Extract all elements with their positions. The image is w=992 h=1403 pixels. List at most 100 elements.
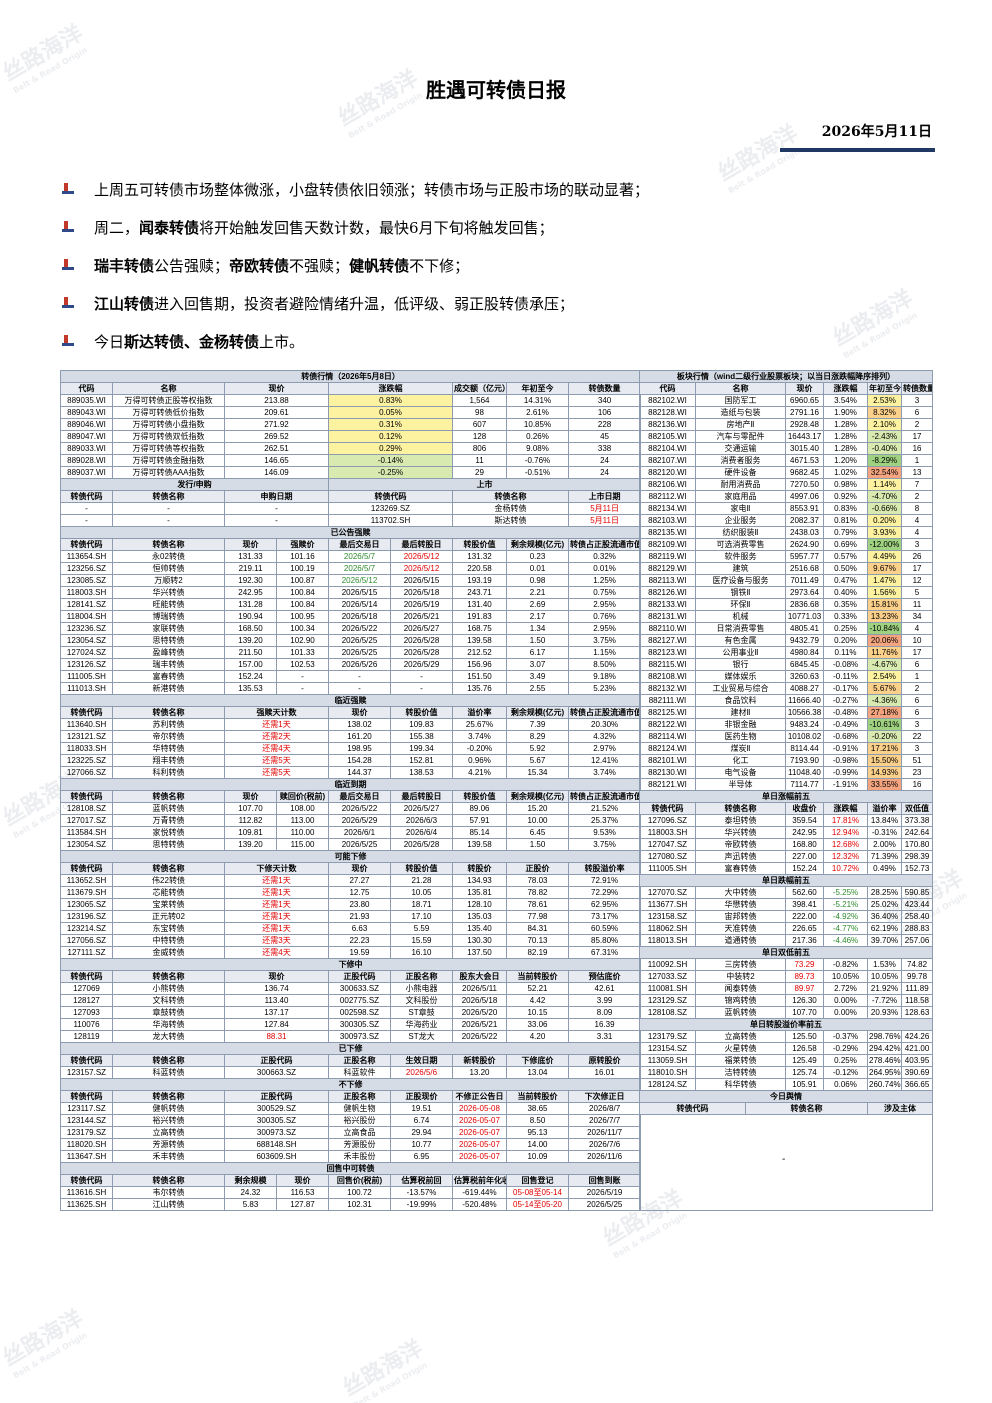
column-header: 当前转股价	[506, 1090, 569, 1103]
table-cell: 2026/5/19	[390, 598, 453, 611]
table-cell: 6.45	[506, 826, 569, 839]
table-cell: 2026/6/3	[390, 814, 453, 827]
table-cell: 健帆生物	[328, 1102, 391, 1115]
table-cell: 8.29	[506, 730, 569, 743]
column-header: 转股溢价率	[567, 862, 642, 875]
table-cell: 4.32%	[567, 730, 642, 743]
table-cell: 2.97%	[567, 742, 642, 755]
table-cell: 127070.SZ	[639, 886, 696, 899]
column-header: 转股价	[452, 862, 507, 875]
table-cell: 2026/5/18	[328, 610, 391, 623]
table-cell: 旺能转债	[112, 598, 225, 611]
table-cell: 非银金融	[695, 718, 786, 731]
table-cell: 2026/5/22	[452, 1030, 507, 1043]
table-cell: 3	[900, 538, 934, 551]
table-cell: 4.42	[506, 994, 569, 1007]
table-cell: 0.01	[506, 562, 569, 575]
table-cell: 128127	[60, 994, 113, 1007]
column-header: 预估底价	[567, 970, 642, 983]
table-cell: -0.98%	[823, 754, 868, 767]
table-cell: 33.55%	[867, 778, 902, 791]
table-cell: 190.94	[224, 610, 277, 623]
table-cell: 127024.SZ	[60, 646, 113, 659]
table-cell: 华特转债	[112, 742, 225, 755]
table-cell: 4980.84	[785, 646, 824, 659]
section-title: 不下修	[59, 1078, 642, 1091]
column-header: 代码	[639, 382, 696, 395]
table-cell: 2026/5/20	[452, 1006, 507, 1019]
table-cell: 146.65	[224, 454, 329, 467]
table-cell: 14.31%	[506, 394, 569, 407]
section-header-row: 单日跌幅前五	[638, 874, 934, 887]
table-cell: 10566.38	[785, 706, 824, 719]
table-cell: 6	[900, 706, 934, 719]
table-cell: 2026/5/27	[390, 622, 453, 635]
section-header-row: 临近到期	[59, 778, 642, 791]
table-cell: 还需1天	[224, 886, 329, 899]
table-cell: 8	[900, 502, 934, 515]
section-title: 今日舆情	[638, 1090, 934, 1103]
column-header: 转债占正股流通市值比	[567, 706, 642, 719]
table-cell: 2026/5/7	[328, 550, 391, 563]
table-cell: 声迅转债	[695, 850, 786, 863]
table-cell: -	[328, 670, 391, 683]
table-cell: -13.57%	[390, 1186, 453, 1199]
table-cell: 2026/5/25	[567, 1198, 642, 1211]
column-header: 转债名称	[112, 790, 225, 803]
table-cell: 0.01%	[567, 562, 642, 575]
table-cell: 123144.SZ	[60, 1114, 113, 1127]
table-cell: 3.74%	[452, 730, 507, 743]
table-cell: 2026/5/12	[328, 574, 391, 587]
table-cell: 7193.90	[785, 754, 824, 767]
table-cell: 199.34	[390, 742, 453, 755]
table-cell: 7270.50	[785, 478, 824, 491]
table-cell: 110092.SH	[639, 958, 696, 971]
table-cell: 882124.WI	[639, 742, 696, 755]
table-cell: 25.02%	[867, 898, 902, 911]
table-cell: 火星转债	[695, 1042, 786, 1055]
table-cell: 39.70%	[867, 934, 902, 947]
table-cell: 134.93	[452, 874, 507, 887]
table-cell: 斯达转债	[452, 514, 569, 527]
table-cell: 152.81	[390, 754, 453, 767]
table-cell: 1.14%	[867, 478, 902, 491]
table-cell: 0.50%	[823, 562, 868, 575]
table-cell: 苏利转债	[112, 718, 225, 731]
table-cell: 14.93%	[867, 766, 902, 779]
table-cell: 还需2天	[224, 730, 329, 743]
table-cell: 3.99	[567, 994, 642, 1007]
table-cell: 蓝帆转债	[112, 802, 225, 815]
table-cell: 2.53%	[867, 394, 902, 407]
table-cell: 99.78	[900, 970, 934, 983]
table-cell: 113702.SH	[328, 514, 453, 527]
table-cell: 华海药业	[390, 1018, 453, 1031]
sentiment-empty-row	[638, 1186, 934, 1199]
table-cell: 2.21	[506, 586, 569, 599]
table-cell: 128	[452, 430, 507, 443]
table-cell: 51	[900, 754, 934, 767]
table-cell: 文科股份	[390, 994, 453, 1007]
table-cell: 0.79%	[823, 526, 868, 539]
table-cell: 116.53	[276, 1186, 329, 1199]
table-cell: 5.83	[224, 1198, 277, 1211]
table-cell: 002775.SZ	[328, 994, 391, 1007]
table-cell: 113059.SH	[639, 1054, 696, 1067]
table-cell: 100.95	[276, 610, 329, 623]
table-cell: 江山转债	[112, 1198, 225, 1211]
column-header: 生效日期	[390, 1054, 453, 1067]
table-cell: 198.95	[328, 742, 391, 755]
column-header: 下修天计数	[224, 862, 329, 875]
table-cell: 0.49%	[867, 862, 902, 875]
table-cell: -	[328, 682, 391, 695]
column-header: 转债占正股流通市值比	[567, 538, 642, 551]
column-header: 回售登记	[506, 1174, 569, 1187]
column-header: 涨跌幅	[823, 382, 868, 395]
table-cell: 882131.WI	[639, 610, 696, 623]
